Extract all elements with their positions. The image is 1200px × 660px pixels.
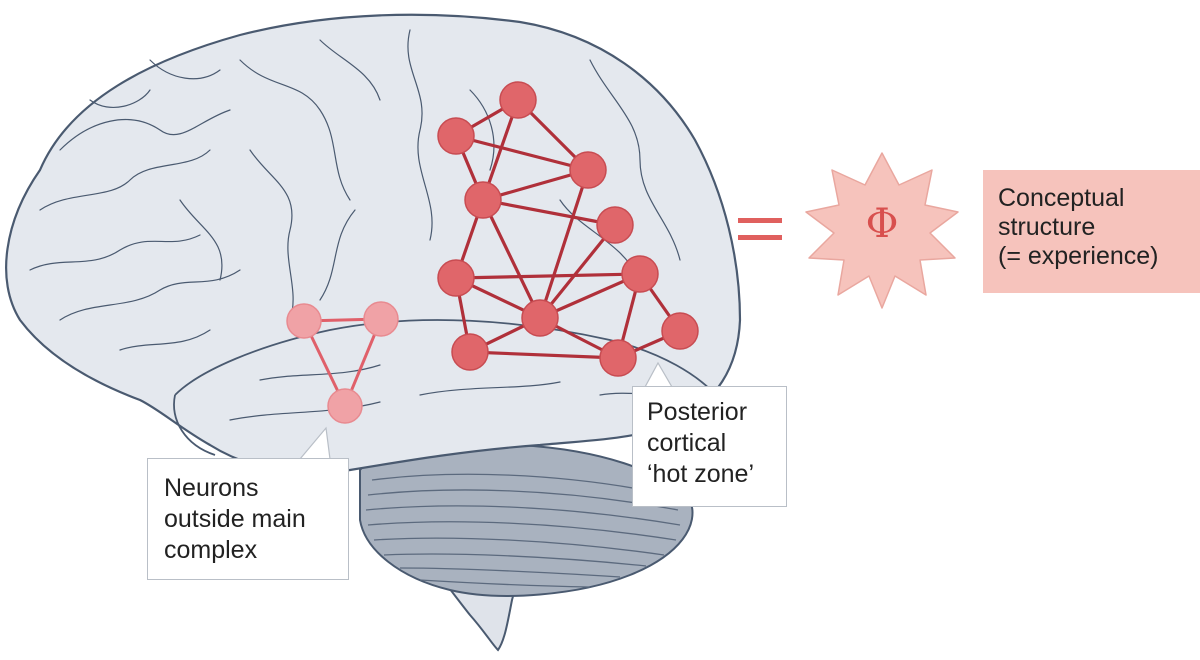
outside-nodes (286, 301, 399, 424)
network-edge (538, 169, 590, 319)
network-edge (538, 223, 617, 320)
callout-outside-line-1: Neurons (164, 474, 259, 502)
network-node (596, 206, 634, 244)
network-edge (455, 272, 641, 280)
callout-outside-line-3: complex (164, 536, 258, 564)
conceptual-structure-box: Conceptual structure (= experience) (983, 170, 1200, 293)
concept-line-1: Conceptual (998, 184, 1125, 212)
temporal-lobe (174, 319, 721, 401)
network-node (661, 312, 699, 350)
outside-node (327, 388, 363, 424)
callout-hotzone-line-1: Posterior (647, 398, 748, 426)
concept-line-3: (= experience) (998, 242, 1159, 270)
phi-symbol: Φ (865, 201, 899, 247)
concept-line-2: structure (998, 213, 1096, 241)
callout-outside-main-complex: Neurons outside main complex (147, 458, 349, 580)
network-node (437, 259, 475, 297)
cerebellum-folia (365, 473, 681, 588)
callout-outside-pointer (299, 426, 331, 460)
network-node (569, 151, 607, 189)
network-node (621, 255, 659, 293)
callout-hotzone-line-2: cortical (647, 429, 727, 457)
callout-hot-zone: Posterior cortical ‘hot zone’ (632, 386, 787, 507)
network-edge (469, 350, 619, 360)
network-node (451, 333, 489, 371)
network-node (499, 81, 537, 119)
network-edge (482, 198, 616, 227)
network-node (464, 181, 502, 219)
equals-sign (738, 215, 782, 245)
network-node (521, 299, 559, 337)
network-node (599, 339, 637, 377)
phi-star (805, 152, 959, 309)
callout-hotzone-line-3: ‘hot zone’ (647, 460, 755, 488)
network-node (437, 117, 475, 155)
network-edge (455, 134, 589, 172)
outside-node (363, 301, 399, 337)
callout-hotzone-pointer (644, 361, 673, 388)
hot-zone-nodes (437, 81, 699, 377)
network-edge (481, 199, 542, 319)
outside-node (286, 303, 322, 339)
callout-outside-line-2: outside main (164, 505, 306, 533)
temporal-lobe-fold (173, 394, 216, 456)
